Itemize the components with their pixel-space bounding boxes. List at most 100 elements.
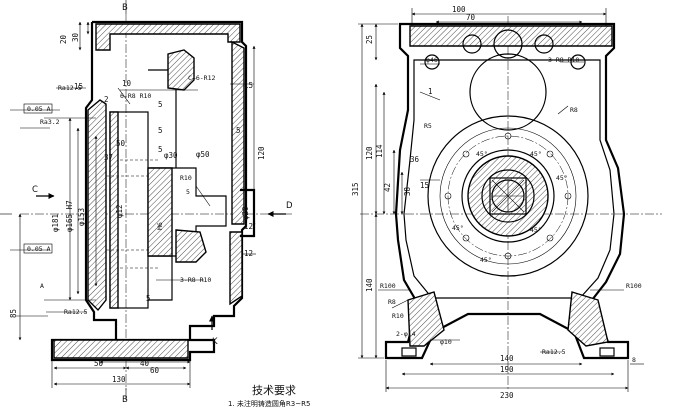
label-section-k: K xyxy=(212,337,218,347)
right-foot-slot xyxy=(599,347,615,357)
dim-5c: 5 xyxy=(158,145,163,154)
rough-a: Ra12.5 xyxy=(58,84,82,92)
dim-40: 40 xyxy=(140,359,150,368)
left-lug-hole xyxy=(424,54,440,70)
lower-boss-hatch xyxy=(175,229,207,263)
left-side-wall-hatch xyxy=(87,99,107,312)
angle-45-2: 45° xyxy=(530,150,542,158)
diam-phi20: φ20 xyxy=(241,206,250,220)
dim-50: 50 xyxy=(116,139,126,148)
rough-c: Ra12.5 xyxy=(64,308,88,316)
dim-70: 70 xyxy=(466,13,476,22)
angle-45-1: 45° xyxy=(476,150,488,158)
rough-right: Ra12.5 xyxy=(542,348,566,356)
dim-60: 60 xyxy=(150,366,160,375)
right-outer-shell xyxy=(384,22,630,360)
label-r8: R8 xyxy=(570,106,578,114)
diam-phi30: φ30 xyxy=(164,151,178,160)
angle-45-6: 45° xyxy=(452,224,464,232)
label-phi10: φ10 xyxy=(440,338,452,346)
datum-a: A xyxy=(40,282,44,290)
tol-frame-a xyxy=(23,103,53,114)
bolt-circle xyxy=(447,135,569,257)
label-r10b: R10 xyxy=(392,312,404,320)
dim-38: 38 xyxy=(403,186,412,196)
bolt-holes xyxy=(444,132,572,260)
label-r5: R5 xyxy=(424,122,432,130)
label-phi46: φ46 xyxy=(426,56,438,64)
dim-30: 30 xyxy=(71,32,80,42)
diam-phi165: φ165 H7 xyxy=(65,200,74,232)
dim-85: 85 xyxy=(9,309,18,318)
dim-120: 120 xyxy=(257,146,266,160)
top-boss-center xyxy=(493,29,523,59)
dim-1: 1 xyxy=(428,87,433,96)
dim-5e: 5 xyxy=(146,294,151,303)
right-foot-hatch xyxy=(567,291,609,347)
dim-230: 230 xyxy=(500,391,514,400)
dim-140b: 140 xyxy=(500,354,514,363)
label-r10: R10 xyxy=(180,174,192,182)
tol-b: 0.05 A xyxy=(27,245,51,253)
dim-12b: 12 xyxy=(244,249,253,258)
dim-315: 315 xyxy=(351,182,360,196)
dim-25: 25 xyxy=(365,35,374,44)
angle-45-4: 45° xyxy=(530,226,542,234)
label-section-b-top: B xyxy=(122,3,128,13)
left-top-wall-hatch xyxy=(95,23,241,51)
dim-5a: 5 xyxy=(158,100,163,109)
label-section-b-bottom: B xyxy=(122,395,128,405)
top-boss-left xyxy=(462,34,482,54)
label-r100-left: R100 xyxy=(380,282,396,290)
right-lower-wall-hatch xyxy=(229,231,243,306)
dim-140r: 140 xyxy=(365,278,374,292)
label-r5: 5 xyxy=(186,188,190,196)
marker-8: 8 xyxy=(632,356,636,364)
top-rib-hatch xyxy=(409,25,613,47)
right-dimension-lines xyxy=(358,8,644,392)
angle-45-3: 45° xyxy=(556,174,568,182)
rough-b: Ra3.2 xyxy=(40,118,60,126)
notes-line-1: 1. 未注明铸造圆角R3~R5 xyxy=(228,399,310,408)
bore-wall-hatch xyxy=(109,111,119,309)
left-foot-hatch xyxy=(407,291,445,347)
dim-15r: 15 xyxy=(420,181,429,190)
dim-15b: 15 xyxy=(244,81,253,90)
central-boss-hatch xyxy=(147,167,173,257)
label-radius-mid: 6-R8 R10 xyxy=(120,92,151,100)
dim-50b: 50 xyxy=(94,359,104,368)
main-casing-circle xyxy=(427,115,589,277)
right-front-view: 100 70 25 120 114 42 38 315 140 140 190 … xyxy=(351,5,662,400)
left-section-view: 20 30 15 15 10 2 5 5 5 5 5 120 12 12 37 … xyxy=(0,0,293,405)
top-boss-right xyxy=(534,34,554,54)
label-r100-right: R100 xyxy=(626,282,642,290)
technical-notes: 技术要求 1. 未注明铸造圆角R3~R5 xyxy=(228,384,310,408)
dim-10: 10 xyxy=(122,79,132,88)
label-r8b: R8 xyxy=(388,298,396,306)
dim-114: 114 xyxy=(375,144,384,158)
upper-boss-hatch xyxy=(167,49,195,91)
tol-a: 0.05 A xyxy=(27,105,51,113)
hub-bore xyxy=(481,169,535,223)
label-r10-top: 3-R8 R10 xyxy=(548,56,579,64)
dim-2: 2 xyxy=(104,95,109,104)
diam-phi12: φ12 xyxy=(115,204,124,218)
label-m6: M6 xyxy=(156,222,164,230)
dim-36: 36 xyxy=(410,155,420,164)
notes-title: 技术要求 xyxy=(252,384,296,397)
dim-15: 15 xyxy=(74,82,83,91)
left-foot-slot xyxy=(401,347,417,357)
label-section-d: D xyxy=(286,201,293,211)
upper-chamber xyxy=(469,53,547,131)
left-dimension-lines xyxy=(10,21,256,388)
angle-45-5: 45° xyxy=(480,256,492,264)
dim-42: 42 xyxy=(383,183,392,192)
hub-square xyxy=(489,177,527,215)
dim-5b: 5 xyxy=(158,126,163,135)
hub-spokes xyxy=(491,179,525,213)
dim-120r: 120 xyxy=(365,146,374,160)
diam-phi153: φ153 xyxy=(77,208,86,226)
label-radius-low: 3-R8 R10 xyxy=(180,276,211,284)
hub-outer xyxy=(461,149,555,243)
